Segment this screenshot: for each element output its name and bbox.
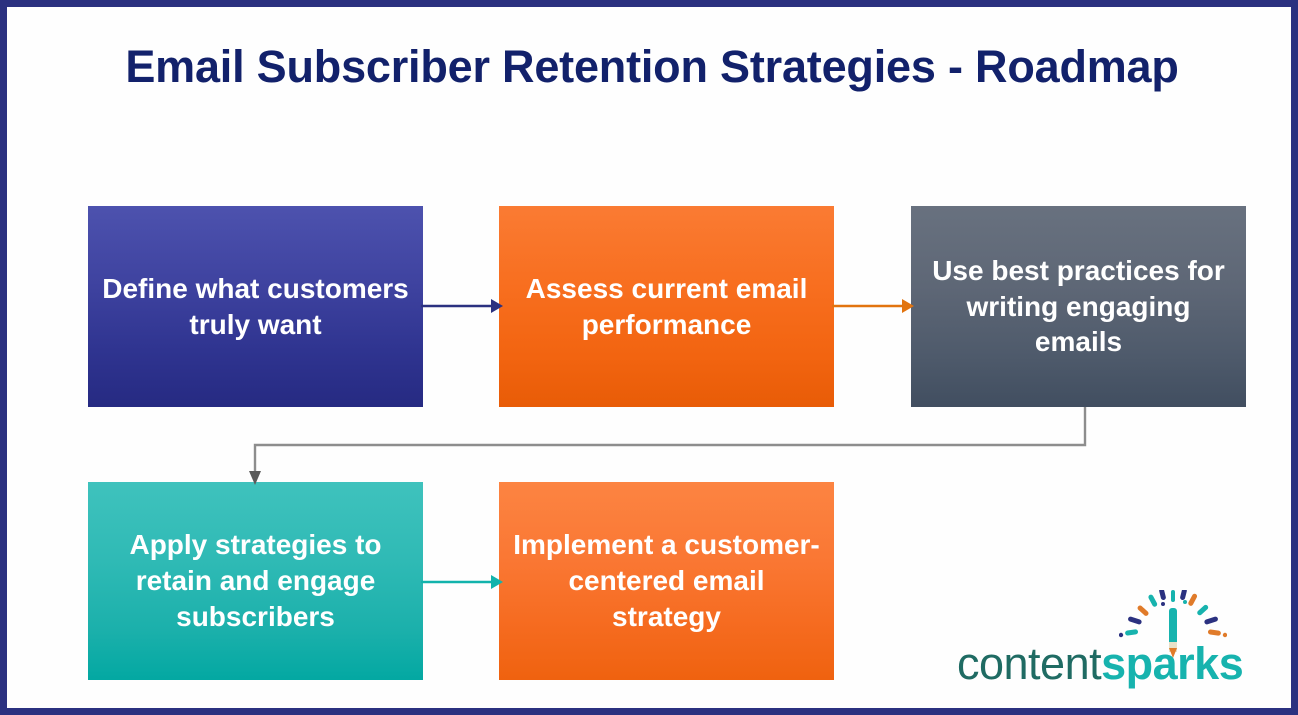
sparks-burst-pencil-icon (1119, 590, 1227, 658)
flow-node-apply-strategies[interactable]: Apply strategies to retain and engage su… (88, 482, 423, 680)
logo-word-sparks: sparks (1101, 638, 1244, 689)
page-title: Email Subscriber Retention Strategies - … (125, 41, 1179, 92)
flow-node-label: Implement a customer-centered email stra… (513, 529, 820, 632)
flow-node-label: Apply strategies to retain and engage su… (129, 529, 382, 632)
contentsparks-logo[interactable]: contentsparks (957, 590, 1257, 690)
flow-node-label: Assess current email performance (525, 272, 808, 340)
flow-node-define-what-customers-want[interactable]: Define what customers truly want (88, 206, 423, 407)
connector-arrow-2 (832, 299, 914, 313)
logo-word-content: content (957, 638, 1102, 689)
connector-arrow-4 (421, 575, 503, 589)
flow-node-label: Use best practices for writing engaging … (932, 254, 1225, 358)
flow-node-assess-current-email-performance[interactable]: Assess current email performance (499, 206, 834, 407)
connector-arrow-3 (249, 407, 1087, 485)
flow-node-label: Define what customers truly want (102, 272, 409, 340)
flow-node-implement-strategy[interactable]: Implement a customer-centered email stra… (499, 482, 834, 680)
flow-node-use-best-practices[interactable]: Use best practices for writing engaging … (911, 206, 1246, 407)
connector-arrow-1 (421, 299, 503, 313)
logo-wordmark: contentsparks (957, 638, 1244, 689)
